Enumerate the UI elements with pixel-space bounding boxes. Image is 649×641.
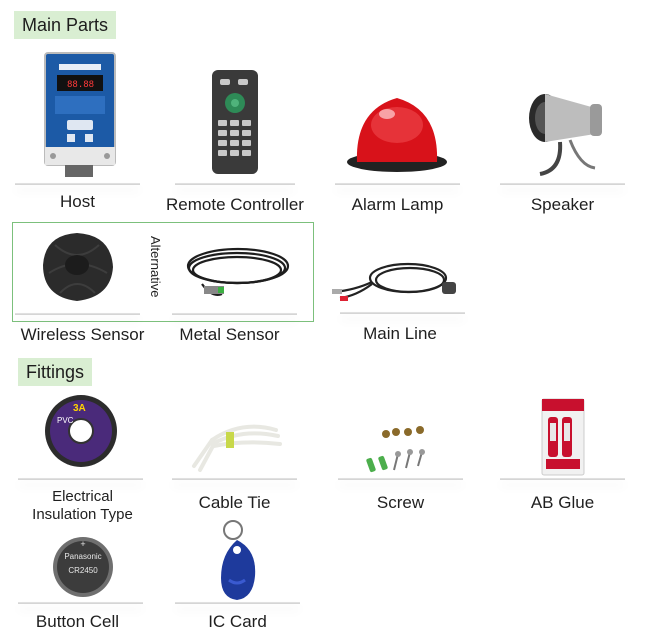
alternative-group-box (12, 222, 314, 322)
alternative-label: Alternative (148, 236, 163, 298)
insulation-tape-item: 3A PVC Electrical Insulation Type (15, 393, 150, 523)
button-cell-label: Button Cell (35, 612, 120, 631)
alarm-lamp-item: Alarm Lamp (335, 90, 460, 220)
screw-label: Screw (376, 493, 425, 512)
ab-glue-item: AB Glue (500, 395, 625, 520)
wireless-sensor-label: Wireless Sensor (20, 325, 145, 344)
svg-text:CR2450: CR2450 (68, 566, 98, 575)
remote-controller-label: Remote Controller (166, 195, 304, 214)
screw-item: Screw (338, 420, 463, 520)
wireless-sensor-icon (43, 233, 113, 301)
insulation-tape-icon: 3A PVC (45, 395, 117, 467)
svg-text:Panasonic: Panasonic (64, 552, 101, 561)
speaker-item: Speaker (500, 90, 625, 220)
ab-glue-icon (541, 398, 585, 476)
ic-card-label: IC Card (208, 612, 267, 631)
svg-text:3A: 3A (73, 403, 86, 414)
main-line-item: Main Line (330, 252, 470, 352)
main-line-label: Main Line (363, 324, 437, 343)
host-control-box-icon: 88.88 (44, 52, 116, 177)
section-title-main-parts: Main Parts (14, 11, 117, 39)
cable-tie-label: Cable Tie (198, 493, 271, 512)
host-item: 88.88 Host (15, 50, 140, 211)
cable-tie-item: Cable Tie (172, 410, 297, 520)
main-line-cable-icon (332, 262, 456, 301)
metal-sensor-label: Metal Sensor (179, 325, 280, 344)
host-label: Host (60, 192, 95, 211)
alarm-lamp-label: Alarm Lamp (351, 195, 444, 214)
button-cell-item: Panasonic CR2450 + Button Cell (15, 535, 143, 635)
ic-card-keyfob-icon (221, 520, 256, 600)
metal-sensor-cable-icon (186, 247, 290, 296)
button-cell-icon: Panasonic CR2450 + (53, 537, 113, 597)
wireless-sensor-item: Wireless Sensor (15, 225, 144, 350)
metal-sensor-item: Metal Sensor (172, 240, 307, 350)
svg-text:+: + (80, 539, 85, 549)
svg-text:88.88: 88.88 (67, 80, 94, 90)
ab-glue-label: AB Glue (530, 493, 595, 512)
alarm-lamp-icon (347, 98, 447, 172)
svg-text:PVC: PVC (57, 416, 74, 425)
section-title-fittings: Fittings (18, 358, 93, 386)
remote-controller-icon (212, 70, 258, 174)
insulation-tape-label: Electrical Insulation Type (32, 488, 133, 523)
speaker-label: Speaker (530, 195, 595, 214)
ic-card-item: IC Card (175, 520, 300, 635)
remote-controller-item: Remote Controller (150, 65, 320, 215)
screw-set-icon (366, 426, 425, 473)
speaker-horn-icon (529, 94, 602, 176)
cable-tie-icon (192, 424, 282, 472)
